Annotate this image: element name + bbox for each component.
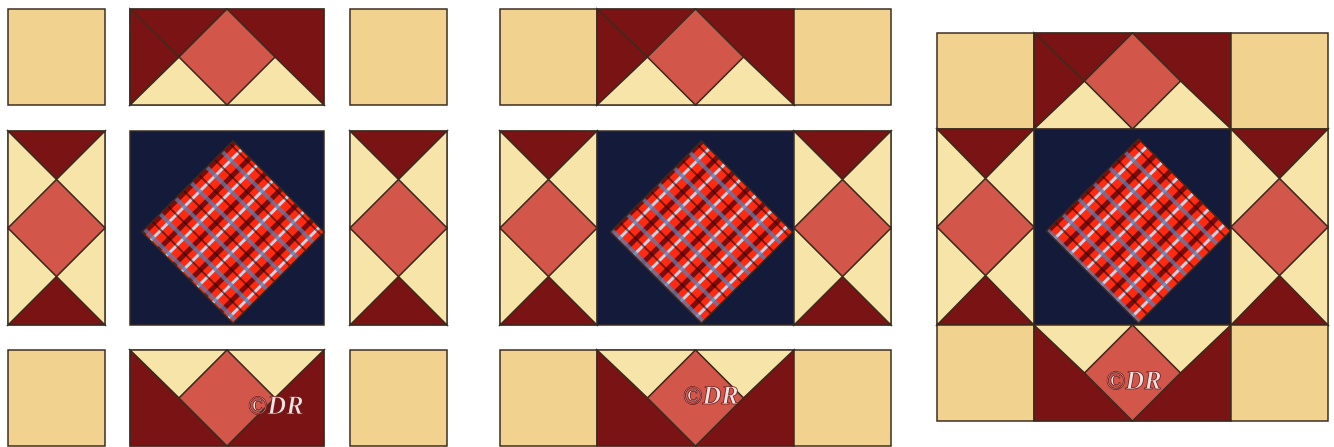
plaid-center-square (130, 131, 324, 325)
watermark: ©DR (1106, 366, 1162, 395)
star-point-unit (8, 131, 105, 325)
star-point-unit (597, 9, 794, 105)
star-point-unit (130, 9, 324, 105)
plain-square (350, 350, 447, 446)
panel-joined-rows: ©DR (500, 9, 891, 446)
plain-square (8, 9, 105, 105)
plain-square (794, 9, 891, 105)
plain-square (8, 350, 105, 446)
star-point-unit (500, 131, 597, 325)
star-point-unit (350, 131, 447, 325)
watermark: ©DR (248, 391, 304, 420)
plain-square (937, 33, 1034, 129)
panel-exploded-blocks: ©DR (8, 9, 447, 446)
panel-finished-block: ©DR (937, 33, 1328, 421)
plain-square (1231, 33, 1328, 129)
watermark: ©DR (683, 381, 739, 410)
plain-square (500, 9, 597, 105)
star-point-unit (1034, 33, 1231, 129)
star-point-unit (1231, 129, 1328, 325)
star-point-unit (794, 131, 891, 325)
plain-square (1231, 325, 1328, 421)
plain-square (350, 9, 447, 105)
plain-square (937, 325, 1034, 421)
plain-square (794, 350, 891, 446)
star-point-unit (937, 129, 1034, 325)
plain-square (500, 350, 597, 446)
plaid-center-square (597, 131, 794, 325)
plaid-center-square (1034, 129, 1231, 325)
